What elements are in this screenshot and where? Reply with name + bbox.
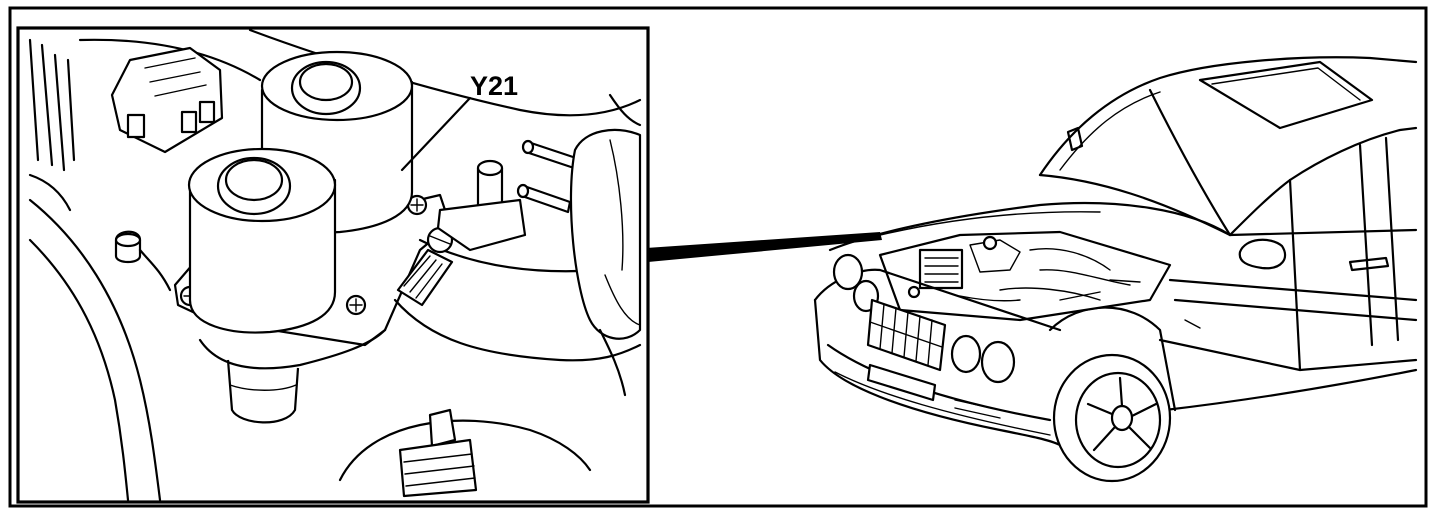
antenna	[1066, 126, 1084, 152]
front-fender-arch	[1048, 306, 1177, 412]
top-body-line	[78, 38, 262, 82]
fitting-base	[436, 198, 527, 252]
valve-rear-cap-top	[298, 62, 354, 102]
left-fender-strakes	[28, 38, 76, 212]
engine-hoses	[999, 248, 1131, 301]
bracket-lower-edge	[198, 328, 387, 370]
fender-curve-outer	[28, 198, 162, 502]
hose-clamp-ribs	[403, 255, 443, 299]
strut-dome	[338, 419, 592, 482]
c-pillar	[1358, 143, 1374, 347]
side-marker	[1184, 319, 1201, 329]
y21-callout-label: Y21	[470, 71, 518, 101]
sensor-ribs	[403, 453, 476, 487]
hose-left	[138, 248, 172, 292]
housing-lower-line	[598, 328, 627, 397]
engine-cap	[982, 235, 998, 251]
windshield-edge	[1059, 91, 1161, 171]
sensor-tip	[428, 408, 457, 448]
engine-lines	[959, 279, 1141, 302]
valve-cylinder-front	[188, 178, 337, 334]
sunroof-inner	[1211, 67, 1361, 101]
bumper-strip	[834, 371, 1051, 436]
pipe-stub-upper-end	[521, 139, 535, 155]
housing-contours	[604, 139, 641, 326]
screw-slot-right	[410, 198, 424, 212]
headlight-right-inner	[950, 334, 982, 374]
intake-hose-lower	[393, 298, 642, 362]
headlight-left-outer	[832, 253, 864, 291]
car-illustration	[813, 56, 1418, 483]
bumper-outline	[813, 298, 1062, 447]
fog-light-slots	[954, 399, 1001, 419]
headlight-right-outer	[980, 340, 1016, 384]
leader-wedge	[646, 232, 882, 262]
window-front	[1228, 178, 1292, 237]
b-pillar	[1288, 178, 1302, 372]
connector-pin-1	[126, 113, 146, 139]
engine-block-ribs	[924, 257, 959, 283]
sensor-body	[398, 438, 478, 498]
screw-slot-center	[349, 298, 363, 312]
door-handle-front	[1348, 256, 1390, 272]
pipe-stub-lower-end	[516, 183, 530, 199]
sunroof	[1198, 60, 1374, 130]
door-crease-lower	[1173, 298, 1418, 322]
outlet-ring	[229, 384, 297, 391]
valve-front-cap-top	[224, 158, 284, 202]
fender-curve-inner	[28, 238, 130, 502]
connector-pin-2	[180, 110, 198, 134]
hood-edge	[828, 201, 1232, 252]
connector-ribs	[144, 57, 207, 97]
wheel-hub	[1110, 404, 1134, 432]
grille-crossbar	[869, 321, 943, 348]
hood-inner	[859, 211, 1101, 241]
engine-fitting	[907, 285, 921, 299]
connector-pin-3	[198, 100, 216, 124]
door-crease	[1168, 278, 1418, 302]
rear-pillar	[1384, 136, 1400, 342]
beltline	[1228, 228, 1418, 237]
y21-leader-line	[400, 96, 472, 172]
housing-upper-line	[608, 93, 642, 127]
detail-inset: Y21	[16, 26, 650, 504]
roof-line	[1038, 56, 1418, 177]
valve-outlet-port	[226, 359, 300, 424]
wheel-spokes	[1086, 376, 1158, 452]
sill-line	[1158, 338, 1418, 372]
rocker-panel	[1163, 368, 1418, 412]
small-cap-left-top	[114, 232, 142, 248]
clamp-screw-slot	[429, 235, 451, 245]
fitting-post-top	[476, 159, 504, 177]
a-pillar	[1148, 88, 1232, 237]
window-top	[1288, 126, 1418, 182]
side-mirror	[1238, 238, 1287, 270]
license-plate	[866, 363, 937, 402]
outer-frame	[8, 6, 1428, 508]
